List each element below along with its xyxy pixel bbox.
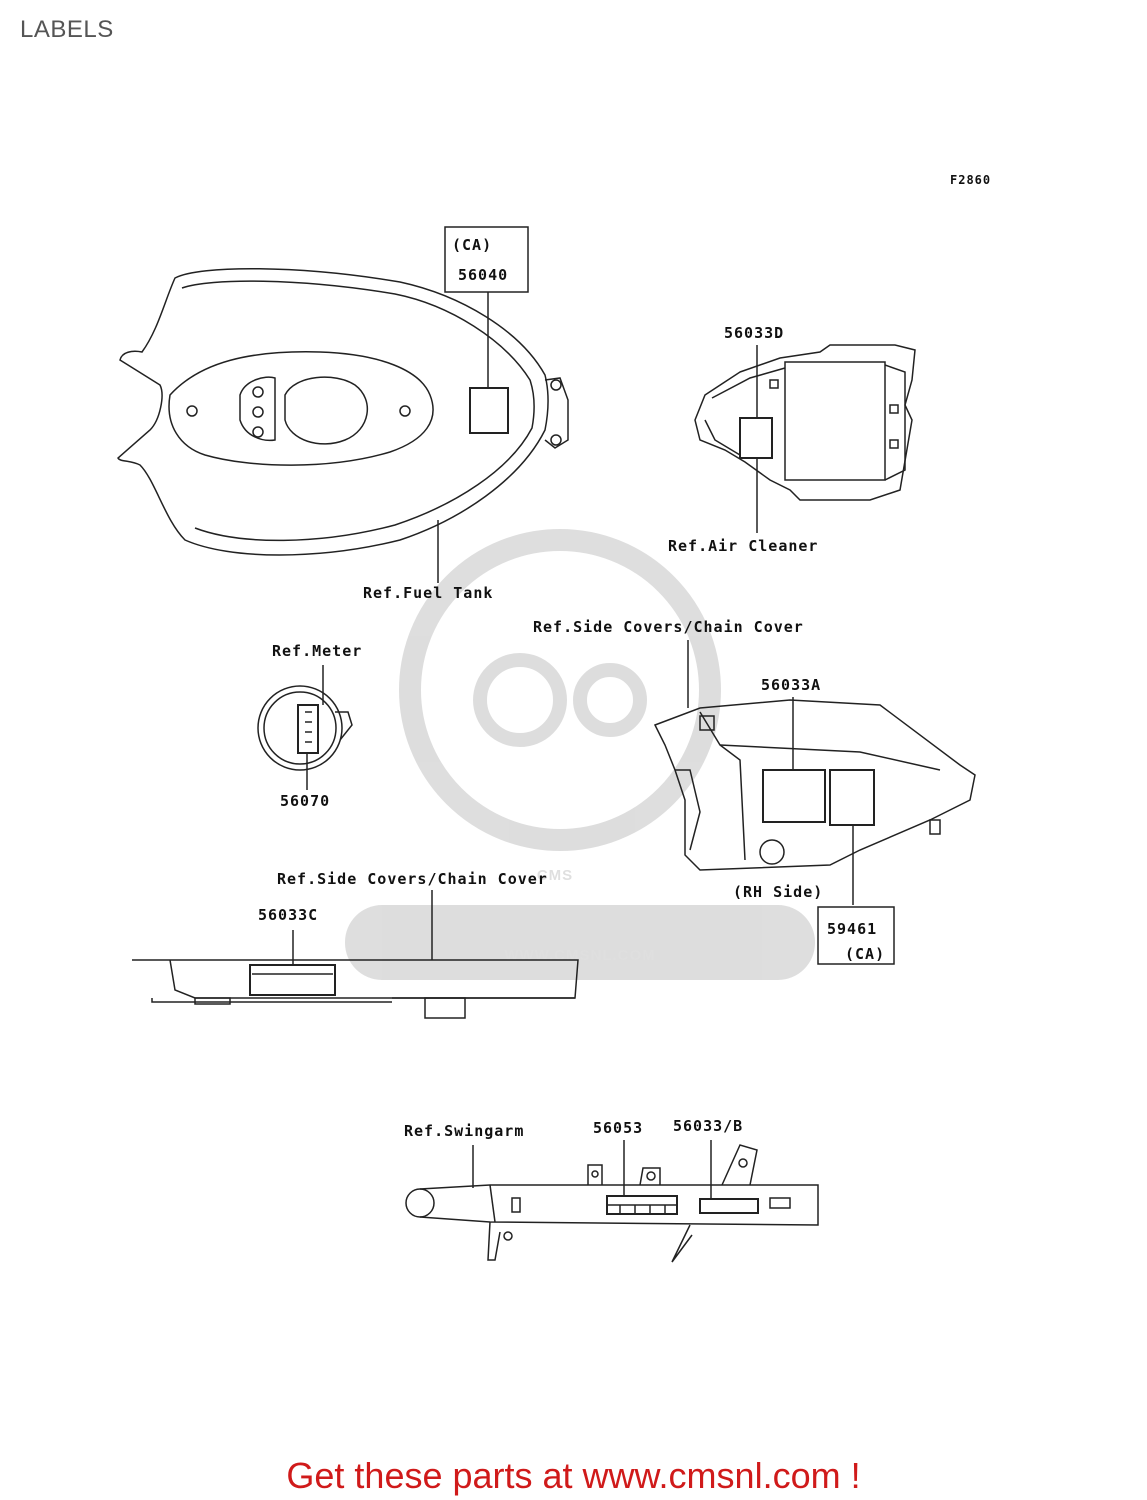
meter-drawing: [257, 665, 353, 790]
label-56033C: [249, 964, 336, 996]
chain-cover-ref: Ref.Side Covers/Chain Cover: [277, 870, 548, 888]
side-cover-rh-ref: Ref.Side Covers/Chain Cover: [533, 618, 804, 636]
chain-cover-part-number: 56033C: [258, 906, 318, 924]
footer-banner[interactable]: Get these parts at www.cmsnl.com !: [0, 1455, 1147, 1497]
meter-part-number: 56070: [280, 792, 330, 810]
side-cover-drawing: [653, 640, 976, 965]
chain-cover-drawing: [132, 890, 579, 1019]
footer-link[interactable]: Get these parts at www.cmsnl.com !: [286, 1455, 861, 1496]
side-cover-rh-part-a: 56033A: [761, 676, 821, 694]
side-cover-rh-side: (RH Side): [733, 883, 823, 901]
label-56033D: [739, 417, 773, 459]
air-cleaner-part-number: 56033D: [724, 324, 784, 342]
callout-box-56040: [444, 226, 529, 293]
swingarm-ref: Ref.Swingarm: [404, 1122, 524, 1140]
watermark: CMS WWW.CMSNL.COM: [345, 529, 815, 980]
watermark-mascot-icon: [399, 529, 721, 851]
fuel-tank-ref: Ref.Fuel Tank: [363, 584, 493, 602]
swingarm-part-a: 56053: [593, 1119, 643, 1137]
fuel-tank-part-number: 56040: [458, 266, 508, 284]
meter-ref: Ref.Meter: [272, 642, 362, 660]
swingarm-part-b: 56033/B: [673, 1117, 743, 1135]
fuel-tank-drawing: [117, 226, 569, 583]
air-cleaner-drawing: [694, 344, 916, 533]
label-56033B: [699, 1198, 759, 1214]
label-56070: [297, 704, 319, 754]
figure-code: F2860: [950, 173, 991, 187]
side-cover-rh-part-b: 59461: [827, 920, 877, 938]
watermark-logo: CMS: [537, 867, 573, 884]
label-59461: [829, 769, 875, 826]
page-title: LABELS: [20, 16, 114, 43]
callout-box-59461: [817, 906, 895, 965]
label-56033A: [762, 769, 826, 823]
swingarm-drawing: [405, 1140, 819, 1263]
label-56040: [469, 387, 509, 434]
fuel-tank-note: (CA): [452, 236, 492, 254]
watermark-url: WWW.CMSNL.COM: [504, 947, 655, 964]
air-cleaner-ref: Ref.Air Cleaner: [668, 537, 818, 555]
side-cover-rh-note: (CA): [845, 945, 885, 963]
